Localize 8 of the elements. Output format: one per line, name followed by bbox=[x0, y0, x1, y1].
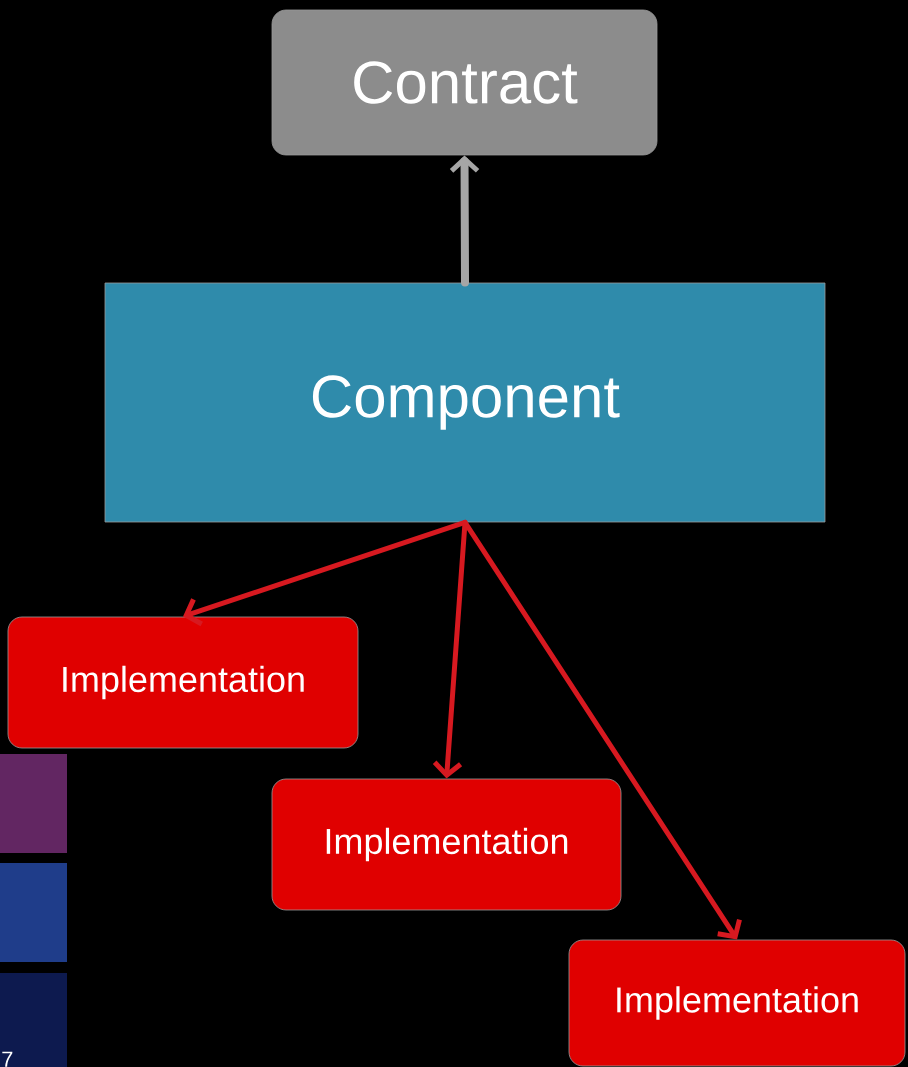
implementation-box: Implementation bbox=[271, 778, 622, 911]
implementation-box: Implementation bbox=[7, 616, 359, 749]
component-box: Component bbox=[104, 282, 826, 523]
arrow bbox=[462, 519, 742, 940]
slide-number: 7 bbox=[2, 1051, 13, 1067]
implementation-box: Implementation bbox=[568, 939, 906, 1067]
arrow bbox=[449, 155, 480, 287]
contract-box: Contract bbox=[271, 9, 658, 156]
